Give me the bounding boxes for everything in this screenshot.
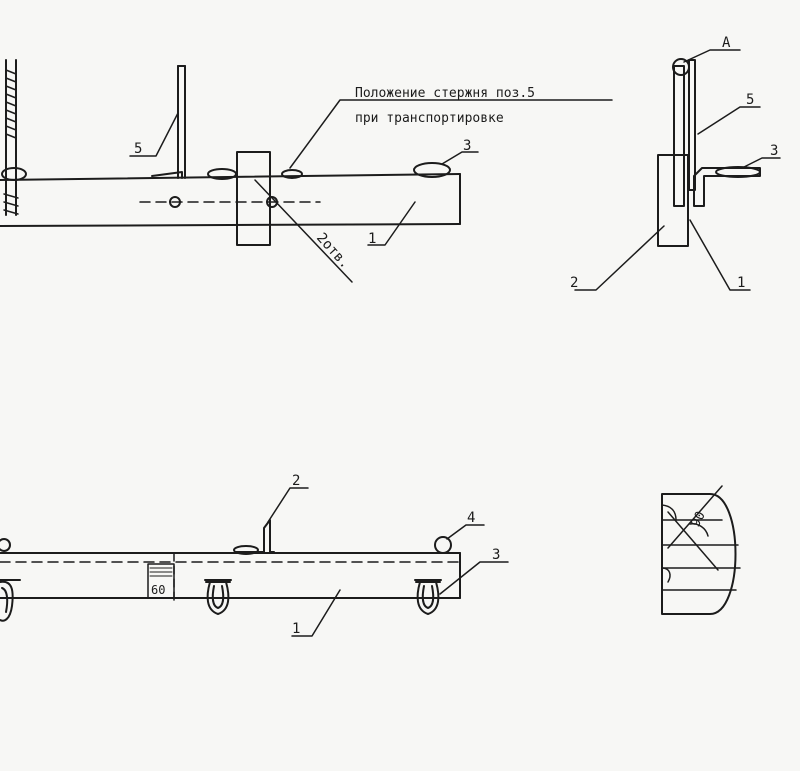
- leader-side-1: [689, 219, 751, 291]
- callout-side-5: 5: [746, 92, 754, 108]
- lug-pos-4-right: [434, 536, 452, 554]
- callout-bottom-3: 3: [492, 547, 500, 563]
- dimension-60-box: [147, 563, 175, 599]
- callout-bottom-2: 2: [292, 473, 300, 489]
- leader-bottom-3: [439, 561, 509, 595]
- leader-side-2: [574, 225, 665, 291]
- dimension-60: 60: [151, 583, 165, 597]
- callout-side-1: 1: [737, 275, 745, 291]
- rod-pos-5: [151, 65, 186, 179]
- top-front-view: [0, 59, 613, 283]
- callout-top-1: 1: [368, 231, 376, 247]
- leader-top-3: [441, 151, 479, 165]
- callout-side-3: 3: [770, 143, 778, 159]
- angle-pos-2: [235, 519, 275, 553]
- callout-top-5: 5: [134, 141, 142, 157]
- note-line-2: при транспортировке: [355, 111, 504, 126]
- beam-pos-1: [0, 173, 461, 227]
- leader-bottom-1: [291, 589, 341, 637]
- holes-leader: [254, 179, 353, 283]
- angle-90: 90: [688, 509, 709, 530]
- callout-top-3: 3: [463, 138, 471, 154]
- side-loop-pos-3: [715, 166, 761, 178]
- leader-top-5: [129, 112, 179, 157]
- callout-bottom-1: 1: [292, 621, 300, 637]
- detail-A: [661, 485, 741, 615]
- top-side-view: [574, 49, 781, 291]
- callout-side-2: 2: [570, 275, 578, 291]
- note-line-1: Положение стержня поз.5: [355, 86, 535, 101]
- weld-middle: [281, 169, 303, 179]
- note-leader: [289, 99, 613, 169]
- holes-label: 2отв.: [313, 230, 353, 272]
- clamp-block: [236, 151, 271, 246]
- bottom-beam-pos-1: [0, 552, 461, 601]
- shackle-hook-right: [414, 579, 442, 615]
- side-rod: [673, 65, 685, 207]
- leader-side-A: [683, 49, 741, 63]
- shackle-hook-middle: [204, 579, 232, 615]
- leader-side-3: [741, 157, 781, 169]
- side-view-letter: A: [722, 35, 731, 51]
- shackle-hook-left: [0, 579, 21, 622]
- threaded-rod: [1, 59, 27, 216]
- lug-left-edge: [0, 538, 11, 552]
- angle-weld: [233, 545, 259, 555]
- leader-bottom-4: [446, 524, 485, 540]
- side-rod-pos-5: [688, 59, 696, 191]
- bottom-front-view: [0, 487, 509, 637]
- side-angle: [693, 167, 761, 207]
- leader-top-1: [367, 201, 416, 246]
- leader-bottom-2: [267, 487, 309, 523]
- loop-pos-3: [413, 162, 451, 178]
- leader-side-5: [697, 106, 761, 135]
- weld-left: [207, 168, 237, 180]
- rod-head: [672, 58, 690, 76]
- callout-bottom-4: 4: [467, 510, 475, 526]
